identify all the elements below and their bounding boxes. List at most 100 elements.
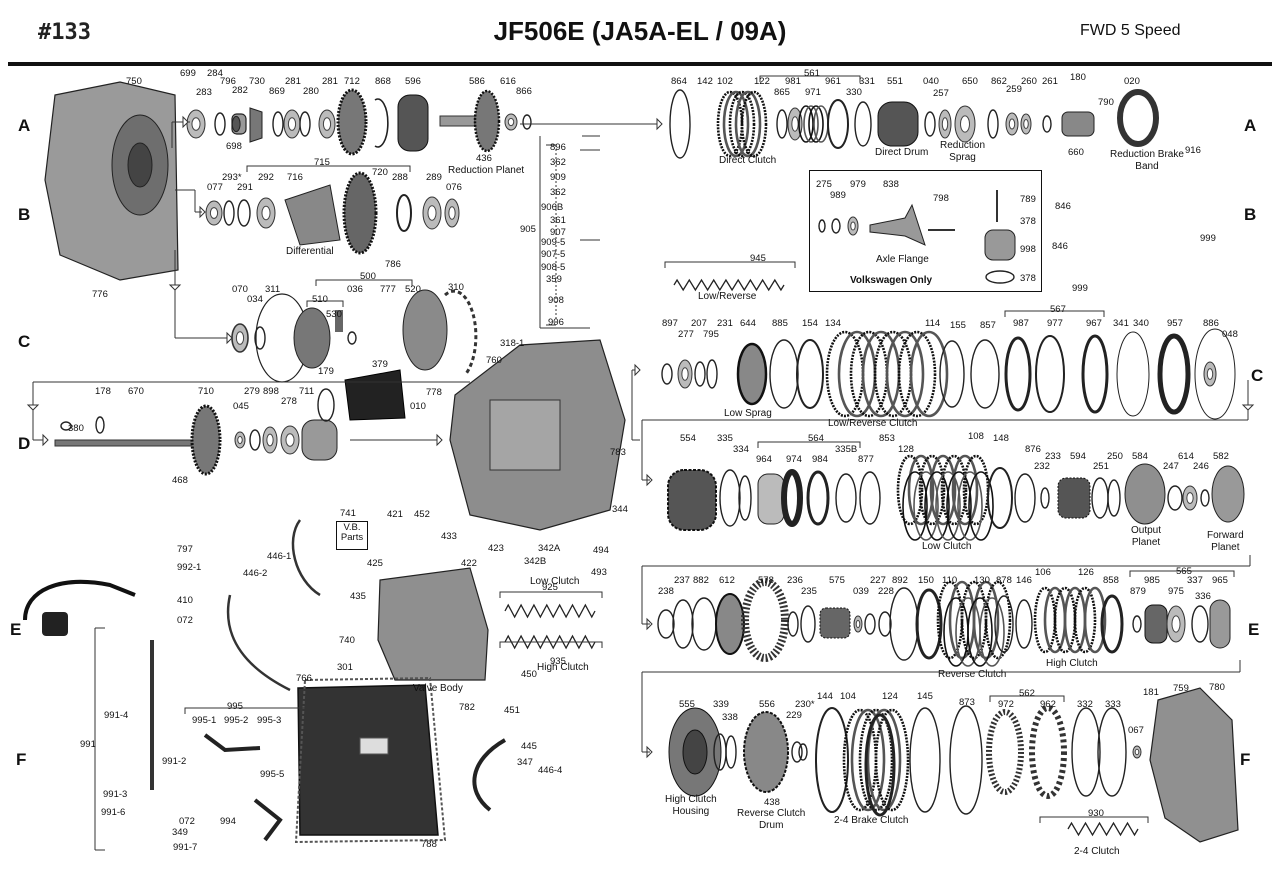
ring-part <box>818 219 826 233</box>
part-number-label: 967 <box>1086 318 1102 329</box>
part-number-label: 905 <box>520 224 536 235</box>
part-number-label: 039 <box>853 586 869 597</box>
part-number-label: 869 <box>269 86 285 97</box>
row-letter-left: C <box>18 332 31 351</box>
part-number-label: 154 <box>802 318 818 329</box>
part-number-label: 596 <box>405 76 421 87</box>
ring-part <box>272 111 284 137</box>
gear-part <box>819 607 851 639</box>
row-letter-right: B <box>1244 205 1257 224</box>
sprag-part <box>736 342 768 406</box>
ring-part <box>1035 335 1065 413</box>
pressure-part <box>984 229 1016 261</box>
part-number-label: 896 <box>550 142 566 153</box>
ring-part <box>806 470 830 526</box>
figure-number: #133 <box>38 20 91 45</box>
clutch-plate <box>913 471 939 541</box>
part-number-label: 333 <box>1105 699 1121 710</box>
ring-part <box>237 199 251 227</box>
part-caption: 2-4 Clutch <box>1074 846 1120 857</box>
part-number-label: 908-5 <box>541 262 566 273</box>
disc-hole <box>791 116 799 132</box>
shaft-part <box>439 115 476 127</box>
ring-part <box>60 421 72 431</box>
part-caption: Differential <box>286 246 334 257</box>
part-number-label: 468 <box>172 475 188 486</box>
group-bracket <box>759 75 861 82</box>
disc-hole <box>850 221 856 231</box>
part-number-label: 423 <box>488 543 504 554</box>
part-number-label: 711 <box>299 386 315 397</box>
spring-part <box>673 278 785 292</box>
part-number-label: 882 <box>693 575 709 586</box>
part-number-label: 862 <box>991 76 1007 87</box>
part-number-label: 699 <box>180 68 196 79</box>
clutch-plate <box>957 471 983 541</box>
part-number-label: 710 <box>198 386 214 397</box>
disc-hole <box>941 117 949 131</box>
part-number-label: 908 <box>548 295 564 306</box>
part-number-label: 155 <box>950 320 966 331</box>
part-number-label: 530 <box>326 309 342 320</box>
part-number-label: 786 <box>385 259 401 270</box>
disc-hole <box>960 115 970 133</box>
part-number-label: 897 <box>662 318 678 329</box>
pump-part <box>293 307 331 369</box>
part-number-label: 045 <box>233 401 249 412</box>
part-number-label: 998 <box>1020 244 1036 255</box>
clutch-plate <box>946 471 972 541</box>
part-number-label: 670 <box>128 386 144 397</box>
group-bracket <box>1004 310 1105 317</box>
part-number-label: 907 <box>550 227 566 238</box>
ring-part <box>994 595 1014 653</box>
part-number-label: 114 <box>925 318 941 329</box>
part-number-label: 551 <box>887 76 903 87</box>
ring-part <box>776 109 788 139</box>
ring-part <box>827 99 849 149</box>
part-number-label: 494 <box>593 545 609 556</box>
shaft-part <box>150 640 154 790</box>
part-number-label: 148 <box>993 433 1009 444</box>
ring-part <box>396 194 412 232</box>
part-number-label: 798 <box>933 193 949 204</box>
ring-part <box>864 613 876 635</box>
piston-part <box>757 473 785 525</box>
part-number-label: 311 <box>265 284 281 295</box>
ring-part <box>317 388 335 422</box>
part-number-label: 945 <box>750 253 766 264</box>
part-number-label: 853 <box>879 433 895 444</box>
part-number-label: 233 <box>1045 451 1061 462</box>
part-number-label: 040 <box>923 76 939 87</box>
gear-part <box>336 88 368 156</box>
part-number-label: 873 <box>959 697 975 708</box>
part-number-label: 979 <box>850 179 866 190</box>
connector <box>42 612 68 636</box>
part-number-label: 362 <box>550 187 566 198</box>
part-number-label: 228 <box>878 586 894 597</box>
clutch-plate <box>734 90 762 158</box>
part-number-label: 930 <box>1088 808 1104 819</box>
part-number-label: 446-2 <box>243 568 268 579</box>
part-number-label: 070 <box>232 284 248 295</box>
clutch-plate <box>728 90 756 158</box>
part-number-label: 790 <box>1098 97 1114 108</box>
ring-part <box>889 587 919 661</box>
part-caption: Direct Clutch <box>719 155 777 166</box>
ring-part <box>1091 477 1109 519</box>
part-number-label: 720 <box>372 167 388 178</box>
drum-part <box>667 469 717 531</box>
part-caption: Valve Body <box>413 683 463 694</box>
part-number-label: 961 <box>825 76 841 87</box>
ring-part <box>970 339 1000 409</box>
part-number-label: 789 <box>1020 194 1036 205</box>
part-number-label: 906 <box>548 317 564 328</box>
part-number-label: 864 <box>671 76 687 87</box>
case-bore-center <box>127 142 153 188</box>
part-number-label: 072 <box>177 615 193 626</box>
planet-part <box>1211 465 1245 523</box>
part-number-label: 575 <box>829 575 845 586</box>
